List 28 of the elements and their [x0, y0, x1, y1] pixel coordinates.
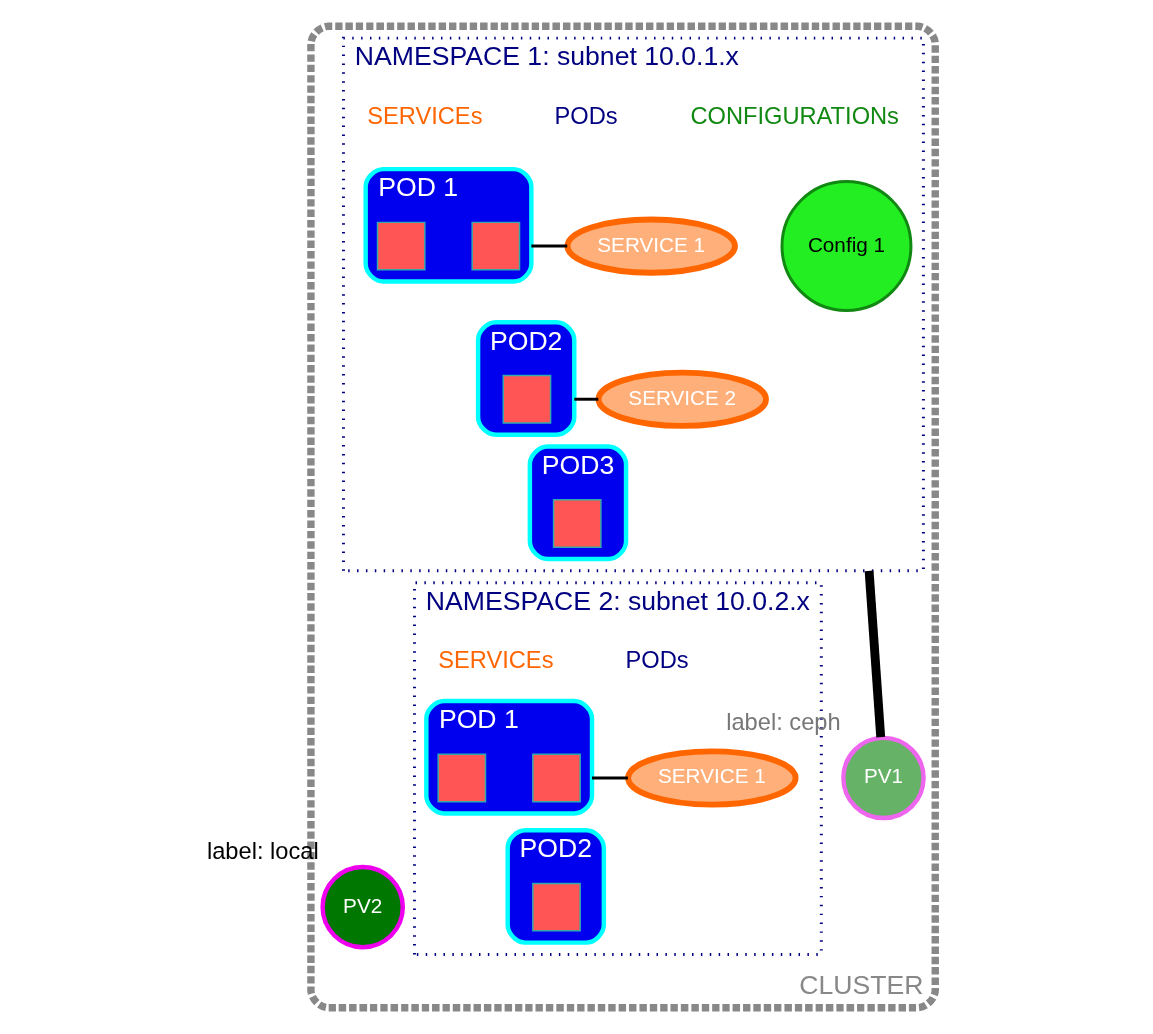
node-box: [436, 753, 486, 803]
connector: [530, 244, 567, 248]
node-circle: Config 1: [780, 180, 912, 313]
cluster: POD 1: [423, 698, 594, 816]
cluster: POD3: [527, 444, 628, 562]
label: CONFIGURATIONs: [689, 102, 899, 129]
connector: [573, 397, 598, 401]
node-ellipse: SERVICE 1: [564, 216, 738, 276]
label: SERVICEs: [366, 102, 482, 129]
label: PODs: [625, 647, 689, 674]
node-box: [502, 374, 551, 424]
node-circle: PV1: [840, 735, 926, 821]
node-box: [531, 882, 581, 932]
cluster: POD2: [475, 320, 576, 437]
node-circle: PV2: [319, 864, 405, 950]
cluster: POD2: [504, 827, 606, 945]
node-box: [552, 499, 602, 548]
label: PODs: [554, 102, 618, 129]
node-ellipse: SERVICE 2: [595, 369, 769, 429]
connector: [591, 776, 628, 780]
node-ellipse: SERVICE 1: [624, 748, 799, 808]
node-box: [376, 221, 426, 271]
node-box: [470, 221, 520, 271]
label: SERVICEs: [437, 647, 553, 674]
node-box: [531, 753, 581, 803]
connector: [864, 570, 885, 738]
node-label: label: ceph: [725, 708, 841, 735]
cluster: POD 1: [362, 166, 534, 284]
